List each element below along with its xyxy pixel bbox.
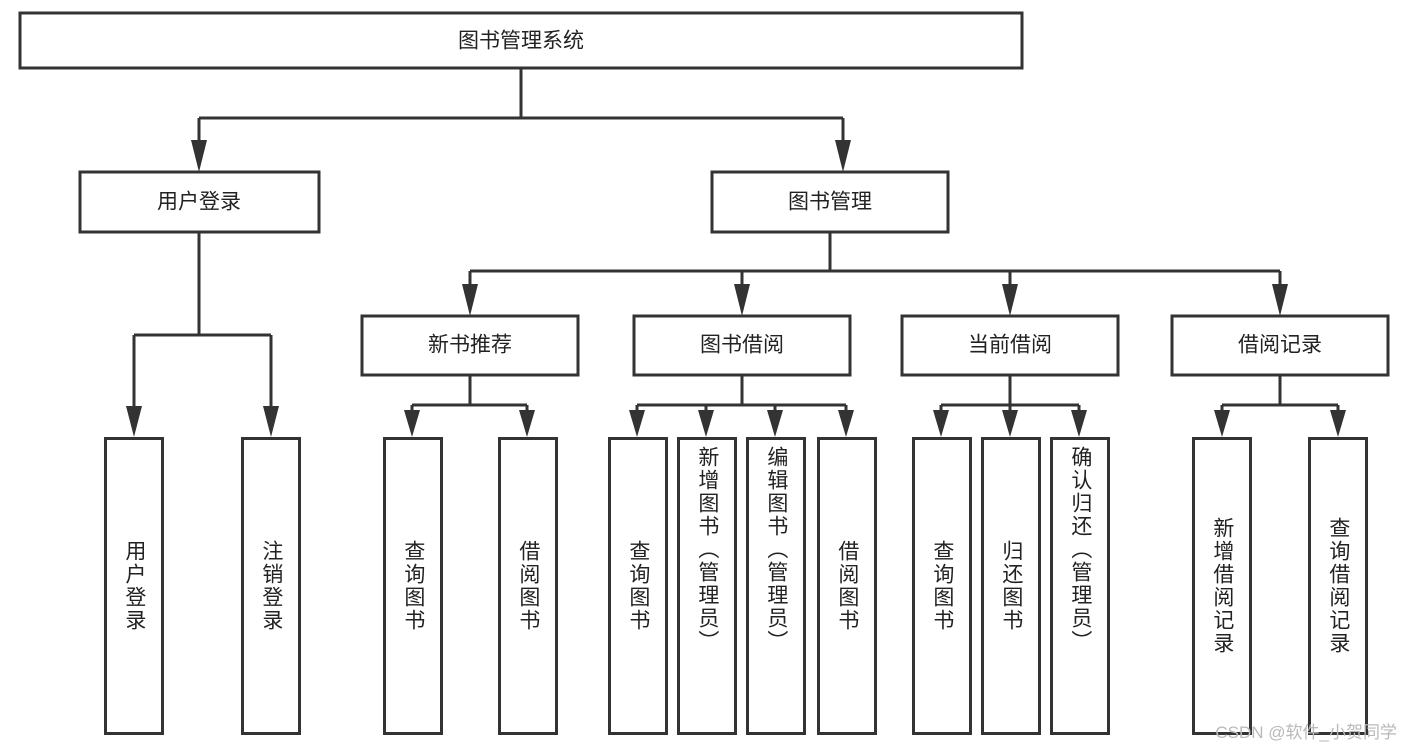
node-leaf-edit-book[interactable]: 编辑图书（管理员） [746, 437, 806, 735]
node-leaf-query-book-3[interactable]: 查询图书 [912, 437, 972, 735]
connector-userlogin-to-leaves [126, 232, 279, 437]
node-root[interactable]: 图书管理系统 [18, 11, 1024, 70]
node-current-borrow[interactable]: 当前借阅 [900, 314, 1120, 377]
node-leaf-return-book-label: 归还图书 [999, 540, 1023, 632]
node-leaf-add-book-label: 新增图书（管理员） [695, 446, 719, 653]
node-root-label: 图书管理系统 [458, 30, 584, 53]
node-leaf-confirm-return-label: 确认归还（管理员） [1068, 446, 1092, 653]
node-current-borrow-label: 当前借阅 [968, 334, 1052, 357]
connector-newbook-to-leaves [404, 375, 535, 437]
node-leaf-return-book[interactable]: 归还图书 [981, 437, 1041, 735]
node-leaf-borrow-book-2-label: 借阅图书 [835, 540, 859, 632]
node-borrow-record[interactable]: 借阅记录 [1170, 314, 1390, 377]
node-leaf-query-book-1-label: 查询图书 [401, 540, 425, 632]
node-leaf-query-book-2-label: 查询图书 [626, 540, 650, 632]
node-leaf-borrow-book-2[interactable]: 借阅图书 [817, 437, 877, 735]
node-leaf-query-record-label: 查询借阅记录 [1326, 517, 1350, 655]
connector-bookborrow-to-leaves [629, 375, 854, 437]
connector-root-to-level2 [191, 68, 851, 172]
node-leaf-query-book-1[interactable]: 查询图书 [383, 437, 443, 735]
node-leaf-borrow-book-1[interactable]: 借阅图书 [498, 437, 558, 735]
node-book-manage[interactable]: 图书管理 [710, 170, 950, 234]
node-leaf-borrow-book-1-label: 借阅图书 [516, 540, 540, 632]
node-leaf-add-record-label: 新增借阅记录 [1210, 517, 1234, 655]
node-new-book-recommend-label: 新书推荐 [428, 334, 512, 357]
node-leaf-edit-book-label: 编辑图书（管理员） [764, 446, 788, 653]
node-leaf-confirm-return[interactable]: 确认归还（管理员） [1050, 437, 1110, 735]
node-leaf-user-login-label: 用户登录 [122, 540, 146, 632]
node-leaf-user-logout[interactable]: 注销登录 [241, 437, 301, 735]
node-book-borrow[interactable]: 图书借阅 [632, 314, 852, 377]
node-leaf-user-logout-label: 注销登录 [259, 540, 283, 632]
node-leaf-add-book[interactable]: 新增图书（管理员） [677, 437, 737, 735]
connector-bookmanage-to-level3 [462, 232, 1288, 316]
node-leaf-query-record[interactable]: 查询借阅记录 [1308, 437, 1368, 735]
node-leaf-query-book-3-label: 查询图书 [930, 540, 954, 632]
connector-currentborrow-to-leaves [933, 375, 1087, 437]
node-new-book-recommend[interactable]: 新书推荐 [360, 314, 580, 377]
connector-borrowrecord-to-leaves [1214, 375, 1346, 437]
node-book-borrow-label: 图书借阅 [700, 334, 784, 357]
node-leaf-user-login[interactable]: 用户登录 [104, 437, 164, 735]
node-book-manage-label: 图书管理 [788, 191, 872, 214]
node-user-login-label: 用户登录 [157, 191, 241, 214]
node-leaf-query-book-2[interactable]: 查询图书 [608, 437, 668, 735]
node-user-login[interactable]: 用户登录 [78, 170, 321, 234]
node-borrow-record-label: 借阅记录 [1238, 334, 1322, 357]
node-leaf-add-record[interactable]: 新增借阅记录 [1192, 437, 1252, 735]
